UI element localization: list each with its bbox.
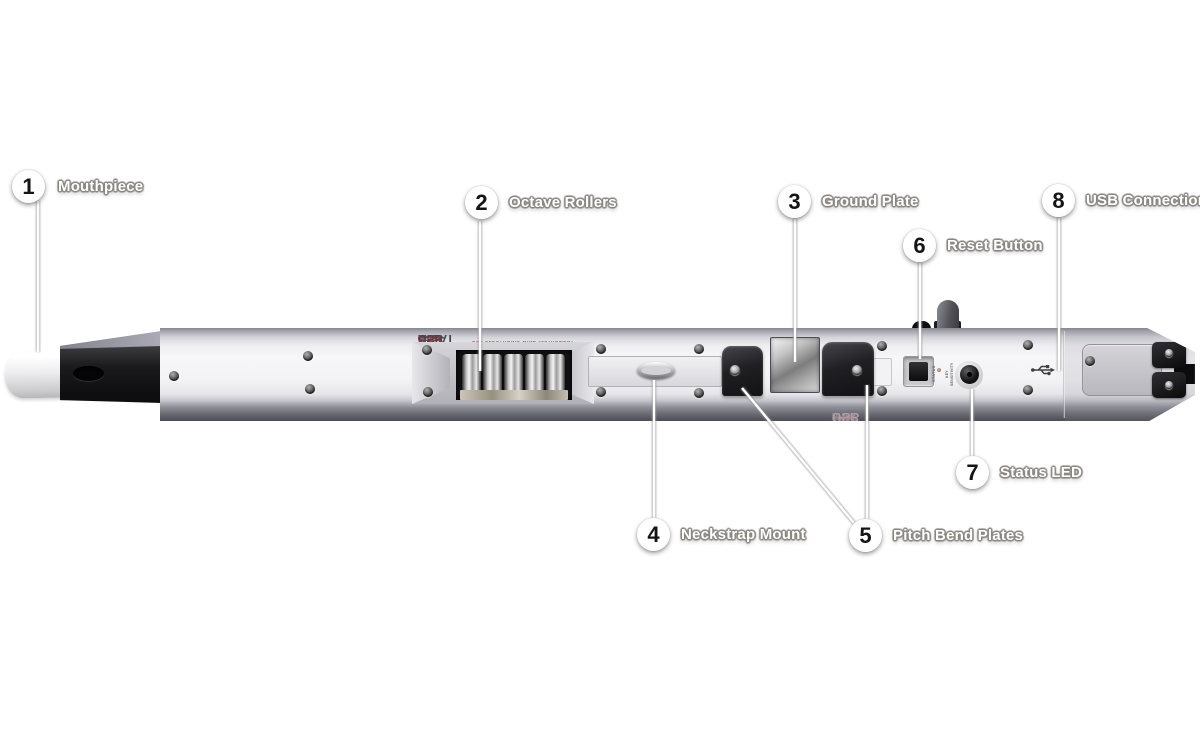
mouthpiece-holder — [60, 346, 162, 403]
callout-number-7: 7 — [956, 456, 989, 489]
usb-icon — [1031, 365, 1055, 376]
callout-label-reset-button: Reset Button — [947, 237, 1043, 254]
callout-number-6: 6 — [903, 229, 936, 262]
octave-roller — [462, 354, 481, 393]
key-sensitivity-label: SENSITIVITY — [950, 362, 954, 386]
body-screw — [305, 384, 315, 394]
body-screw — [596, 387, 606, 397]
callout-number-4: 4 — [637, 518, 670, 551]
status-led — [937, 368, 941, 372]
body-screw — [1023, 340, 1033, 350]
body-screw — [877, 341, 887, 351]
callout-label-usb-connection: USB Connection — [1086, 192, 1200, 209]
body-screw — [303, 351, 313, 361]
body-screw — [877, 386, 887, 396]
reset-button — [903, 356, 934, 387]
plate-screw — [730, 365, 740, 375]
key-sensitivity-knob — [960, 365, 979, 384]
body-screw — [1085, 356, 1095, 366]
callout-label-ground-plate: Ground Plate — [822, 193, 919, 210]
octave-roller — [546, 354, 565, 393]
body-screw — [1023, 385, 1033, 395]
clip-screw — [1165, 381, 1173, 389]
body-screw — [694, 388, 704, 398]
thumb-hook — [937, 300, 959, 329]
callout-label-neckstrap-mount: Neckstrap Mount — [681, 526, 806, 543]
callout-label-mouthpiece: Mouthpiece — [58, 178, 144, 195]
callout-number-3: 3 — [778, 185, 811, 218]
mouthpiece-slot — [73, 366, 104, 381]
callout-number-8: 8 — [1042, 184, 1075, 217]
body-seam — [1063, 331, 1065, 418]
clip-screw — [1165, 349, 1173, 357]
ground-plate — [770, 337, 820, 393]
callout-number-2: 2 — [465, 186, 498, 219]
callout-label-pitch-bend-plates: Pitch Bend Plates — [893, 527, 1024, 544]
body-screw — [422, 345, 432, 355]
end-plate — [1082, 344, 1162, 396]
callout-number-1: 1 — [12, 170, 45, 203]
mouthpiece — [4, 351, 68, 399]
octave-roller — [483, 354, 502, 393]
neckstrap-mount-ring — [637, 362, 675, 379]
body-screw — [423, 387, 433, 397]
brand-logo-bottom: AKAI professional EWI USB — [832, 400, 1072, 421]
status-label: STATUS — [931, 365, 936, 383]
pitch-bend-plate-right — [822, 342, 874, 396]
callout-label-octave-rollers: Octave Rollers — [509, 194, 617, 211]
roller-wear-plate — [460, 390, 568, 400]
plate-screw — [852, 365, 862, 375]
key-sensitivity-label: KEY — [945, 370, 949, 378]
instrument-body: USB ELECTRONIC WIND INSTRUMENT AKAI prof… — [160, 328, 1195, 421]
callout-label-status-led: Status LED — [1000, 464, 1083, 481]
body-screw — [596, 344, 606, 354]
key-bump — [912, 321, 931, 329]
body-screw — [694, 344, 704, 354]
octave-roller — [525, 354, 544, 393]
body-screw — [169, 371, 179, 381]
brand-model-usb: USB — [832, 410, 860, 426]
callout-number-5: 5 — [849, 519, 882, 552]
pitch-bend-plate-left — [722, 346, 763, 396]
octave-roller — [504, 354, 523, 393]
